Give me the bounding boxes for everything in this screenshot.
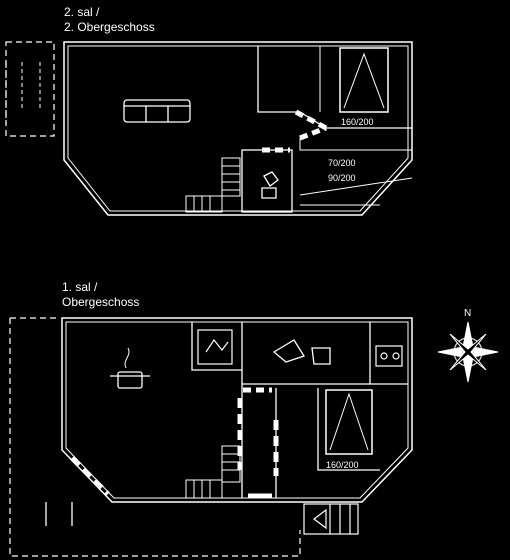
cooking-pot-icon [110,347,150,389]
toilet-icon [261,171,279,199]
lower-bed-double [325,389,373,455]
upper-bed-single-2-size: 90/200 [328,173,356,183]
upper-bed-double [339,47,389,113]
lower-floor-outline [61,317,413,503]
compass-rose-icon: N [437,308,499,383]
sofa-icon [123,99,191,123]
upper-floor-label-line2: 2. Obergeschoss [64,20,155,34]
upper-floor-outline [63,41,413,216]
upper-stairs-icon [185,157,241,213]
lower-bed-double-size: 160/200 [326,460,359,470]
lower-floor-label-line2: Obergeschoss [62,295,140,309]
sink-icon [197,329,233,365]
dishwasher-icon [375,345,403,367]
shower-icon [272,339,305,363]
compass-north-label: N [464,308,471,319]
bath-toilet-icon [311,347,331,365]
upper-floor-label-line1: 2. sal / [64,5,100,19]
lower-floor-label-line1: 1. sal / [62,280,98,294]
upper-floor-label: 2. sal / 2. Obergeschoss [64,5,155,35]
upper-balcony [5,41,55,137]
lower-floor-label: 1. sal / Obergeschoss [62,280,139,310]
upper-bed-double-size: 160/200 [341,117,374,127]
lower-terrace [9,318,301,557]
lower-floor-plan: 160/200 [9,317,413,557]
upper-floor-plan: 160/200 70/200 90/200 [5,41,413,216]
upper-bed-single-1-size: 70/200 [328,158,356,168]
entrance-stairs-icon [303,503,359,535]
lower-stairs-icon [185,445,241,499]
